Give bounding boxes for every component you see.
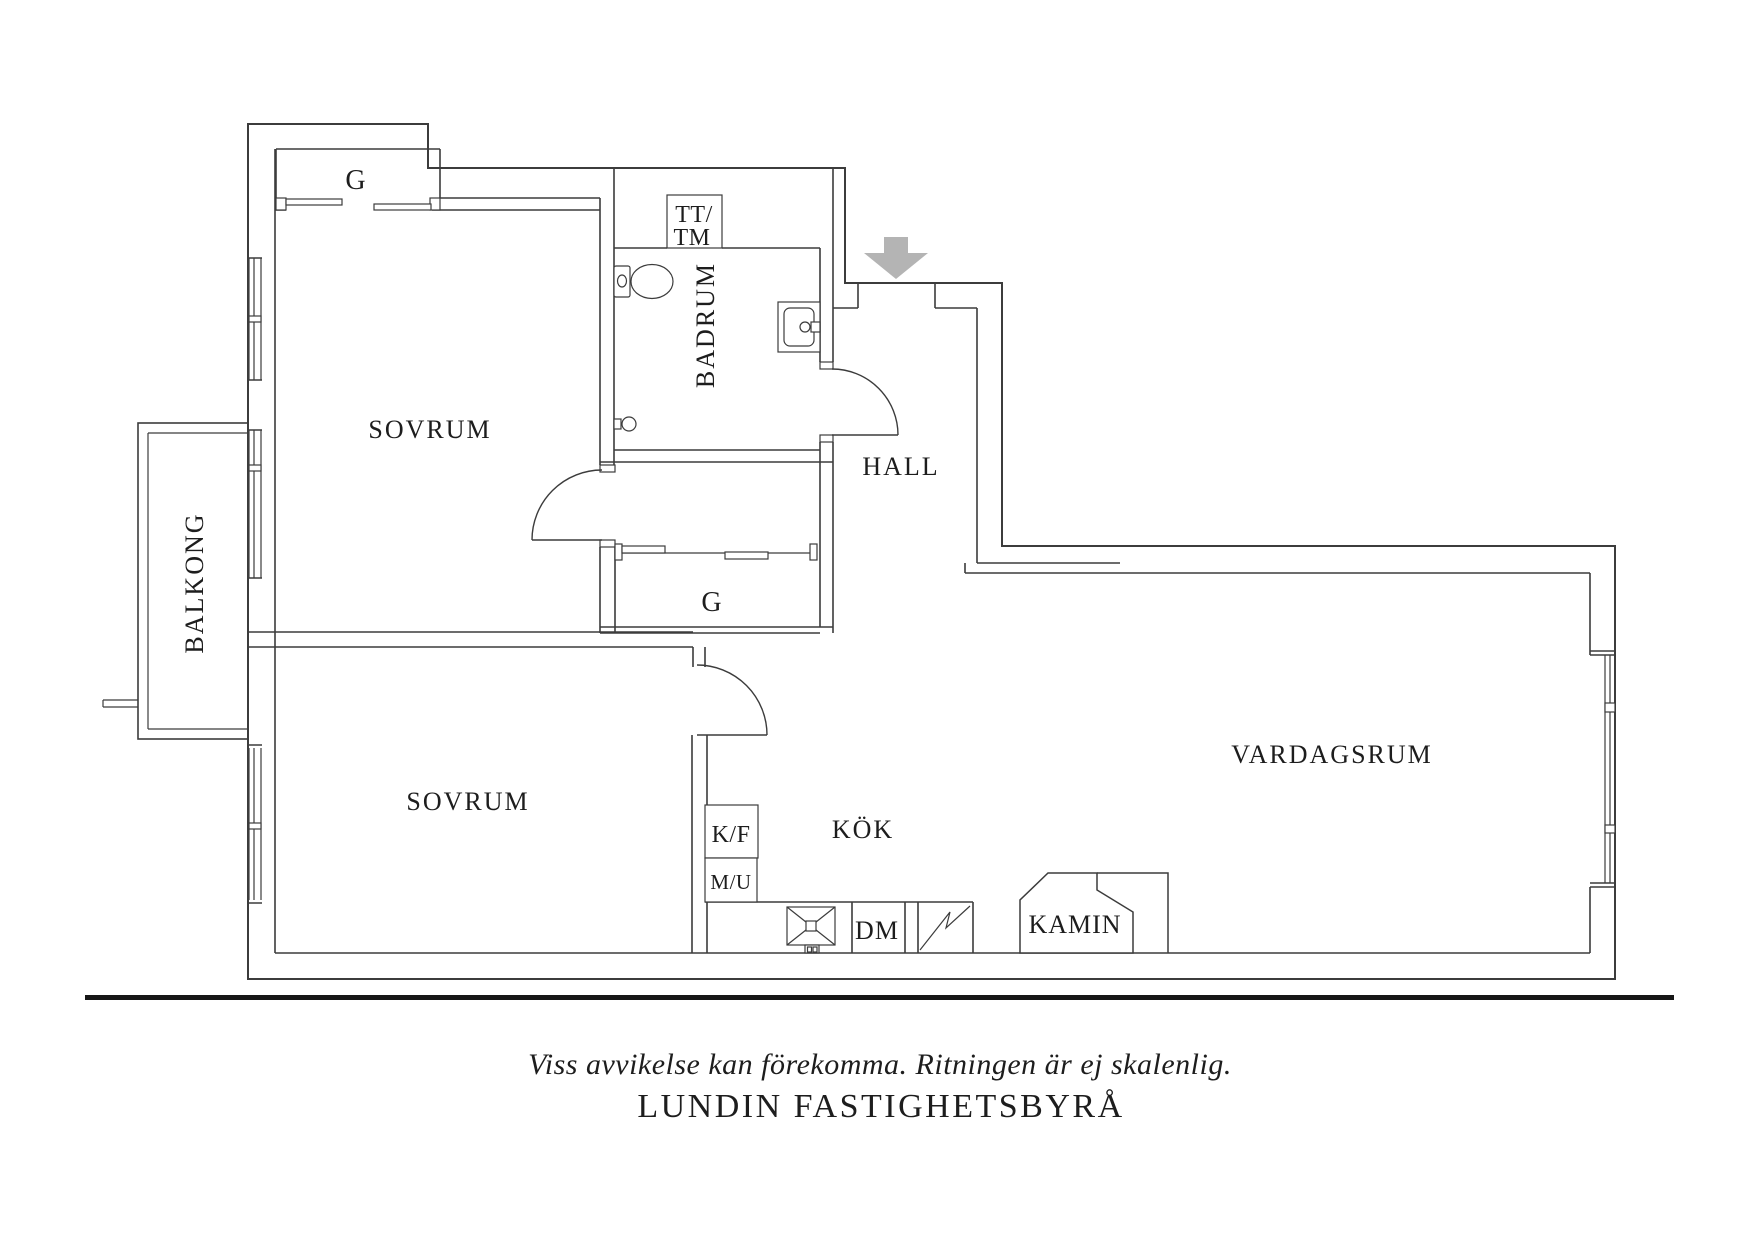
window-right-livingroom <box>1604 655 1616 883</box>
room-label-kitchen: KÖK <box>832 815 894 844</box>
building-outline <box>247 123 1616 980</box>
washing-machine-box <box>666 194 723 249</box>
counter-zigzag <box>919 905 971 951</box>
washer-label-line2: TM <box>674 225 711 251</box>
fireplace-label: KAMIN <box>1028 910 1121 939</box>
stove-icon <box>786 906 836 954</box>
room-label-livingroom: VARDAGSRUM <box>1231 740 1433 769</box>
balcony-outline <box>102 422 249 740</box>
footer-divider <box>85 995 1674 1000</box>
footer-disclaimer: Viss avvikelse kan förekomma. Ritningen … <box>528 1048 1232 1081</box>
footer-company: LUNDIN FASTIGHETSBYRÅ <box>637 1088 1124 1125</box>
sink-icon <box>777 301 821 353</box>
dishwasher-label: DM <box>855 916 899 945</box>
room-label-bedroom2: SOVRUM <box>406 787 529 816</box>
window-left-bedroom1-upper <box>248 258 262 380</box>
closet-sliding-doors-middle <box>621 545 810 560</box>
toilet-icon <box>613 263 674 300</box>
door-jambs <box>275 197 834 561</box>
room-label-bedroom1: SOVRUM <box>368 415 491 444</box>
micro-label: M/U <box>710 870 751 894</box>
closet-label-middle: G <box>701 587 722 618</box>
micro-oven-box <box>704 857 758 903</box>
window-left-bedroom2 <box>248 748 262 900</box>
fireplace-outline <box>1019 872 1169 954</box>
door-bedroom2 <box>696 664 768 736</box>
entrance-arrow-icon <box>864 237 928 279</box>
room-label-balcony: BALKONG <box>180 512 209 653</box>
washer-label-line1: TT/ <box>675 202 713 228</box>
shower-icon <box>613 416 637 432</box>
interior-walls <box>248 148 1615 954</box>
door-bedroom1 <box>531 469 603 541</box>
window-left-bedroom1-lower <box>248 430 262 578</box>
closet-label-top: G <box>345 165 366 196</box>
fridge-label: K/F <box>712 822 751 848</box>
closet-sliding-doors-top <box>285 198 432 211</box>
door-bathroom <box>831 368 899 436</box>
room-label-bathroom: BADRUM <box>691 262 720 388</box>
fridge-freezer-box <box>704 804 759 859</box>
room-label-hall: HALL <box>862 452 939 481</box>
